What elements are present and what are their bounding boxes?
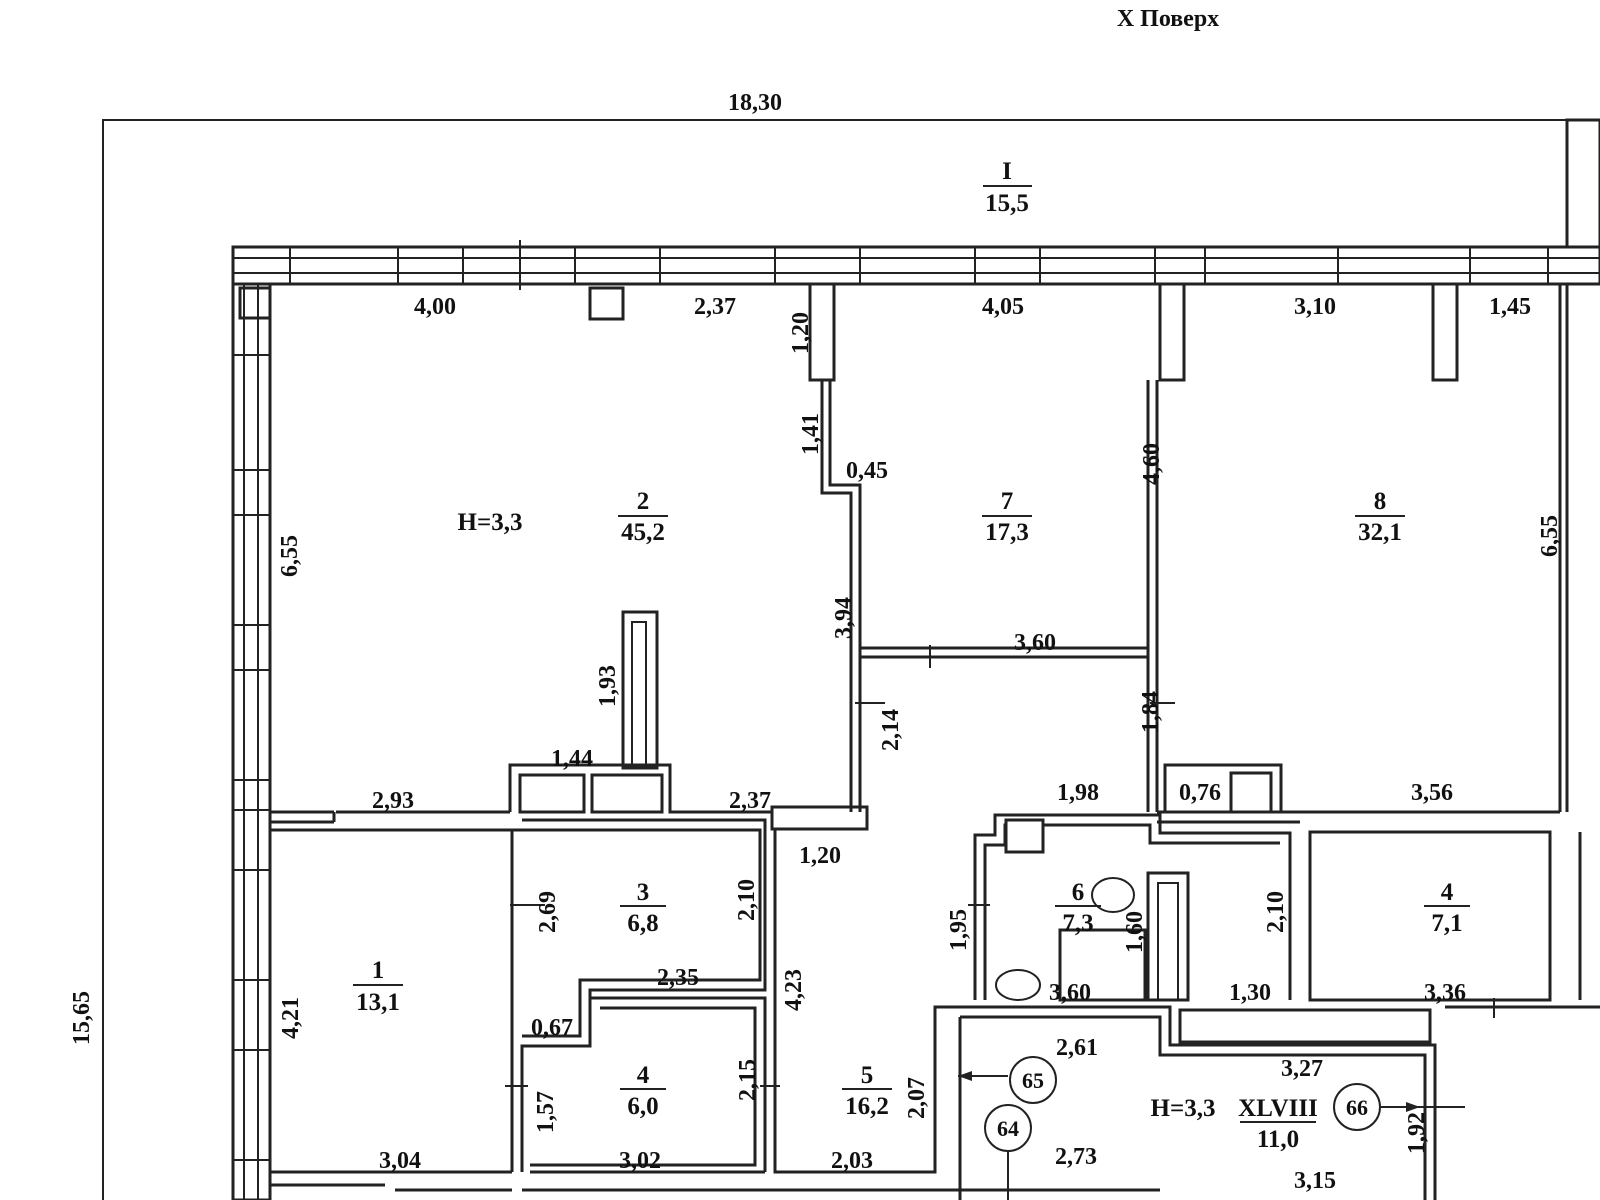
room-4b-area: 7,1 — [1431, 910, 1462, 937]
dim-label: 2,37 — [694, 294, 736, 320]
room-2-area: 45,2 — [621, 519, 665, 546]
dim-label: 1,57 — [533, 1091, 559, 1133]
dim-label: 0,76 — [1179, 780, 1221, 806]
room-1-area: 13,1 — [356, 989, 400, 1016]
corridor-area: 15,5 — [985, 190, 1029, 217]
dimension-labels: 4,00 2,37 4,05 3,10 1,45 1,20 1,41 0,45 … — [277, 294, 1563, 1194]
dim-label: 2,73 — [1055, 1144, 1097, 1170]
dim-label: 2,37 — [729, 788, 771, 814]
dim-label: 1,60 — [1122, 911, 1148, 953]
room-7-area: 17,3 — [985, 519, 1029, 546]
dim-label: 1,84 — [1138, 691, 1164, 733]
dim-label: 2,93 — [372, 788, 414, 814]
dim-label: 3,10 — [1294, 294, 1336, 320]
room-4a-area: 6,0 — [627, 1093, 658, 1120]
dim-label: 2,03 — [831, 1148, 873, 1174]
outer-dim-top: 18,30 — [728, 90, 782, 116]
marker-65-label: 65 — [1022, 1068, 1044, 1093]
room-xlviii-height: H=3,3 — [1151, 1095, 1216, 1122]
room-xlviii-area: 11,0 — [1257, 1126, 1299, 1153]
dim-label: 1,93 — [595, 665, 621, 707]
room-8-area: 32,1 — [1358, 519, 1402, 546]
room-1-number: 1 — [372, 957, 385, 984]
dim-label: 3,36 — [1424, 980, 1466, 1006]
room-5-area: 16,2 — [845, 1093, 889, 1120]
dim-label: 4,05 — [982, 294, 1024, 320]
dim-label: 6,55 — [277, 535, 303, 577]
marker-64-label: 64 — [997, 1116, 1019, 1141]
dim-label: 1,92 — [1404, 1112, 1430, 1154]
dim-label: 1,44 — [551, 746, 593, 772]
floor-title: X Поверх — [1117, 6, 1219, 32]
dim-label: 4,21 — [278, 997, 304, 1039]
marker-66-label: 66 — [1346, 1095, 1368, 1120]
dim-label: 1,30 — [1229, 980, 1271, 1006]
dim-label: 4,00 — [414, 294, 456, 320]
dim-label: 0,67 — [531, 1015, 573, 1041]
dim-label: 1,41 — [798, 413, 824, 455]
dim-label: 1,20 — [788, 312, 814, 354]
interior-walls — [270, 284, 1600, 1200]
dim-label: 4,60 — [1139, 443, 1165, 485]
room-2-number: 2 — [637, 488, 650, 515]
dim-label: 1,98 — [1057, 780, 1099, 806]
dim-label: 3,94 — [831, 597, 857, 639]
room-3-area: 6,8 — [627, 910, 658, 937]
outer-dim-left: 15,65 — [69, 991, 95, 1045]
dim-label: 6,55 — [1537, 515, 1563, 557]
room-6-number: 6 — [1072, 879, 1085, 906]
room-7-number: 7 — [1001, 488, 1014, 515]
dim-label: 2,61 — [1056, 1035, 1098, 1061]
dim-label: 3,60 — [1049, 980, 1091, 1006]
dim-label: 2,69 — [535, 891, 561, 933]
dim-label: 2,14 — [878, 709, 904, 751]
dim-label: 2,10 — [734, 879, 760, 921]
marker-group — [958, 1056, 1465, 1200]
dim-label: 3,60 — [1014, 630, 1056, 656]
outer-dimension-frame — [102, 119, 1600, 1200]
top-facade — [231, 118, 1600, 382]
room-5-number: 5 — [861, 1062, 874, 1089]
marker-circle-65 — [1009, 1056, 1057, 1104]
height-label: H=3,3 — [458, 509, 523, 536]
dim-label: 2,07 — [904, 1077, 930, 1119]
room-4b-number: 4 — [1441, 879, 1454, 906]
corridor-number: I — [1002, 158, 1012, 185]
dim-label: 3,15 — [1294, 1168, 1336, 1194]
dim-label: 3,04 — [379, 1148, 421, 1174]
dim-label: 3,56 — [1411, 780, 1453, 806]
dim-label: 2,35 — [657, 965, 699, 991]
left-facade — [231, 282, 272, 1200]
dim-label: 3,27 — [1281, 1056, 1323, 1082]
room-labels: 2 45,2 7 17,3 8 32,1 3 6,8 6 7,3 4 7,1 1… — [353, 488, 1470, 1153]
dim-label: 4,23 — [781, 969, 807, 1011]
room-6-area: 7,3 — [1062, 910, 1093, 937]
dim-label: 0,45 — [846, 458, 888, 484]
dim-label: 1,95 — [946, 909, 972, 951]
door-ticks — [505, 645, 1495, 1087]
dim-label: 1,45 — [1489, 294, 1531, 320]
dim-label: 2,10 — [1263, 891, 1289, 933]
room-4a-number: 4 — [637, 1062, 650, 1089]
dim-label: 2,15 — [735, 1059, 761, 1101]
room-xlviii-number: XLVIII — [1238, 1095, 1318, 1122]
room-3-number: 3 — [637, 879, 650, 906]
room-8-number: 8 — [1374, 488, 1387, 515]
dim-label: 3,02 — [619, 1148, 661, 1174]
dim-label: 1,20 — [799, 843, 841, 869]
